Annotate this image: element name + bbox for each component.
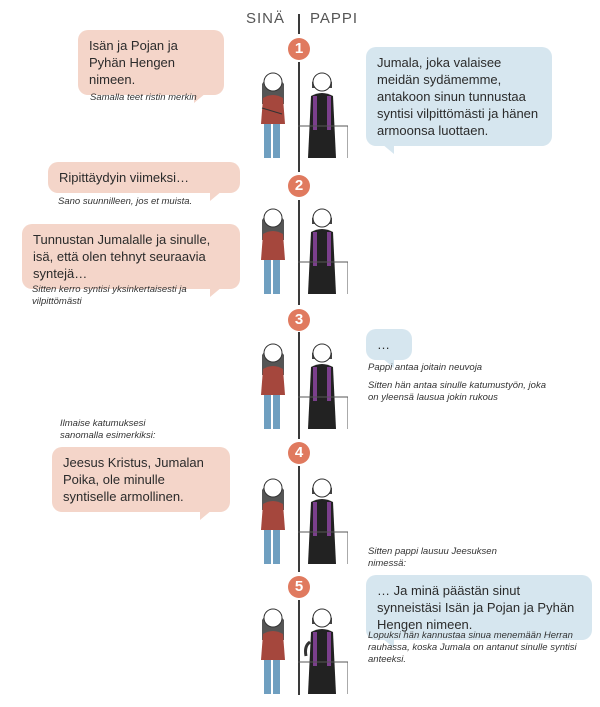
- axis-line: [298, 600, 300, 695]
- column-label-priest: PAPPI: [310, 10, 359, 27]
- priest-icon: [304, 608, 336, 694]
- figures-step-1: [261, 72, 348, 158]
- person-you-icon: [261, 478, 285, 564]
- priest-speech-text: Jumala, joka valaisee meidän sydämemme, …: [377, 55, 539, 138]
- you-speech-bubble: Ripittäydyin viimeksi…: [48, 162, 240, 201]
- you-speech-bubble: Isän ja Pojan ja Pyhän Hengen nimeen.: [78, 30, 224, 103]
- person-you-icon: [261, 208, 285, 294]
- priest-note: Pappi antaa joitain neuvoja: [368, 362, 483, 373]
- figures-step-2: [261, 208, 348, 294]
- bubble-tail: [382, 358, 394, 368]
- axis-line: [298, 466, 300, 572]
- column-label-you: SINÄ: [246, 10, 286, 27]
- you-note: Samalla teet ristin merkin: [90, 92, 197, 103]
- axis-line: [298, 62, 300, 172]
- you-note: Sano suunnilleen, jos et muista.: [58, 196, 193, 207]
- priest-icon: [308, 72, 336, 158]
- axis-line: [298, 14, 300, 34]
- axis-line: [298, 332, 300, 439]
- bubble-tail: [382, 144, 394, 154]
- bubble-tail: [200, 510, 212, 520]
- axis-line: [298, 200, 300, 305]
- figures-step-5: [261, 608, 348, 694]
- priest-speech-text: …: [377, 337, 390, 352]
- figures-step-3: [261, 343, 348, 429]
- you-note: Sitten kerro syntisi yksinkertaisesti ja…: [32, 284, 187, 307]
- bubble-tail: [194, 93, 206, 103]
- you-speech-bubble: Tunnustan Jumalalle ja sinulle, isä, ett…: [22, 224, 240, 297]
- priest-speech-bubble: …: [366, 329, 412, 368]
- step-number-3: 3: [288, 309, 310, 331]
- step-number-1: 1: [288, 38, 310, 60]
- priest-note: Sitten hän antaa sinulle katumustyön, jo…: [368, 380, 546, 403]
- bubble-tail: [210, 287, 222, 297]
- person-you-icon: [261, 608, 285, 694]
- priest-note: Lopuksi hän kannustaa sinua menemään Her…: [368, 630, 577, 665]
- step-number-4: 4: [288, 442, 310, 464]
- priest-speech-bubble: Jumala, joka valaisee meidän sydämemme, …: [366, 47, 552, 154]
- figures-step-4: [261, 478, 348, 564]
- you-speech-text: Isän ja Pojan ja Pyhän Hengen nimeen.: [89, 38, 178, 87]
- person-you-icon: [261, 343, 285, 429]
- bubble-tail: [210, 191, 222, 201]
- you-speech-text: Jeesus Kristus, Jumalan Poika, ole minul…: [63, 455, 204, 504]
- person-you-icon: [261, 72, 285, 158]
- priest-icon: [308, 343, 336, 429]
- bubble-tail: [382, 638, 394, 648]
- priest-icon: [308, 208, 336, 294]
- step-number-5: 5: [288, 576, 310, 598]
- priest-note: Sitten pappi lausuu Jeesuksen nimessä:: [368, 546, 497, 569]
- you-note: Ilmaise katumuksesi sanomalla esimerkiks…: [60, 418, 156, 441]
- step-number-2: 2: [288, 175, 310, 197]
- priest-speech-text: … Ja minä päästän sinut synneistäsi Isän…: [377, 583, 575, 632]
- you-speech-text: Ripittäydyin viimeksi…: [59, 170, 190, 185]
- priest-speech-bubble: … Ja minä päästän sinut synneistäsi Isän…: [366, 575, 592, 648]
- you-speech-bubble: Jeesus Kristus, Jumalan Poika, ole minul…: [52, 447, 230, 520]
- you-speech-text: Tunnustan Jumalalle ja sinulle, isä, ett…: [33, 232, 211, 281]
- priest-icon: [308, 478, 336, 564]
